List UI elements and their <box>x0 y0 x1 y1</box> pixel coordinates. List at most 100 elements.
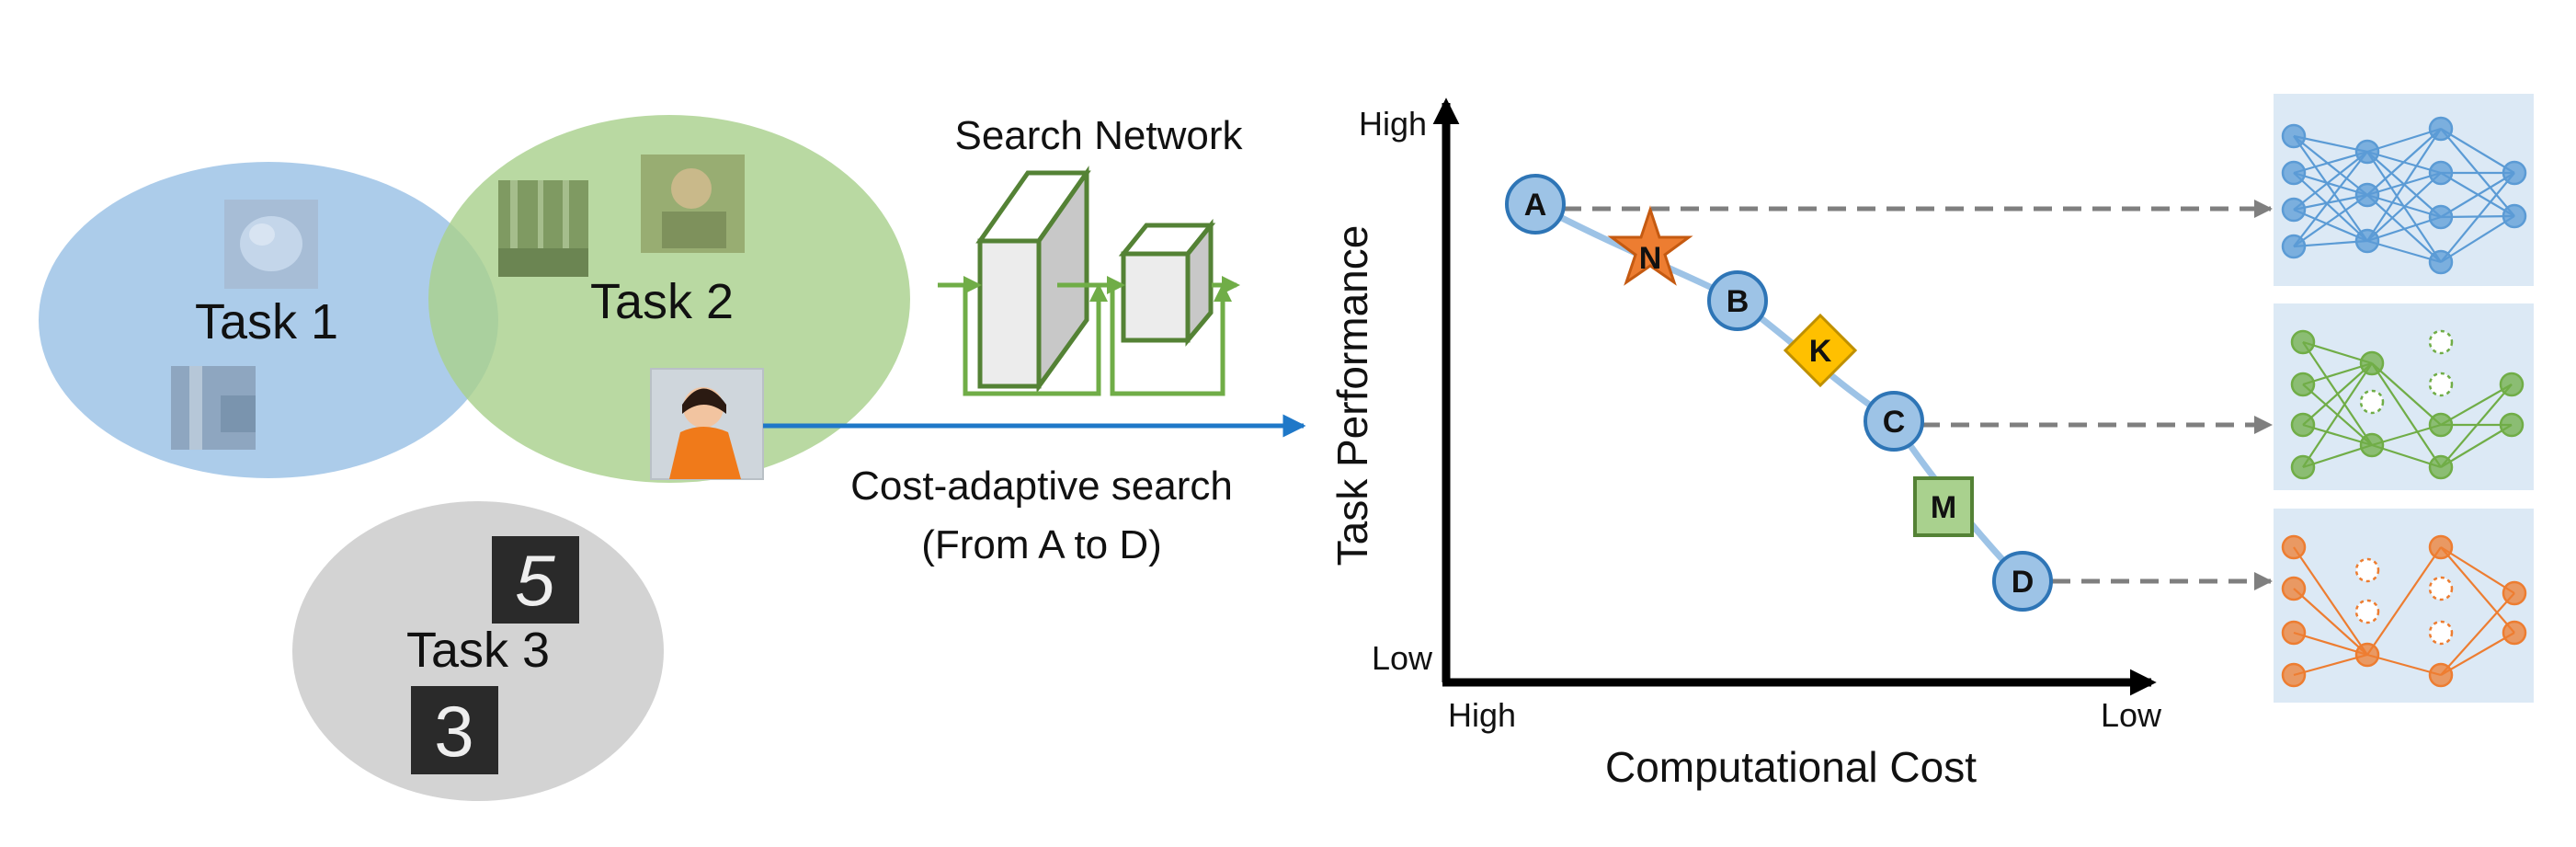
network-node <box>2359 432 2385 458</box>
network-edge <box>2302 362 2373 426</box>
point-a: A <box>1505 174 1566 235</box>
x-tick-high: High <box>1448 696 1516 734</box>
network-node <box>2428 249 2454 275</box>
network-node <box>2428 454 2454 480</box>
task1-ellipse <box>39 162 498 478</box>
network-node <box>2281 620 2307 646</box>
network-node <box>2428 534 2454 560</box>
network-node <box>2290 329 2316 355</box>
network-edge <box>2366 127 2442 154</box>
task3-label: Task 3 <box>406 623 550 678</box>
task3-digit-3: 3 <box>411 686 498 774</box>
network-node <box>2428 116 2454 142</box>
network-edge <box>2293 171 2368 197</box>
mnist-digit-5: 5 <box>515 540 555 621</box>
network-edge <box>2293 172 2368 242</box>
network-node <box>2281 662 2307 688</box>
network-edge <box>2302 362 2373 468</box>
network-edge <box>2440 215 2515 263</box>
point-b: B <box>1707 270 1768 331</box>
network-edge <box>2293 208 2368 243</box>
network-edge <box>2293 151 2368 211</box>
network-node <box>2428 160 2454 186</box>
network-node <box>2354 642 2380 668</box>
network-node <box>2359 350 2385 376</box>
task2-label: Task 2 <box>590 274 734 329</box>
search-arrow-label-line2: (From A to D) <box>921 522 1162 567</box>
tradeoff-plot: Task Performance Computational Cost High… <box>1328 97 2273 791</box>
network-edge <box>2293 653 2368 677</box>
network-edge <box>2440 383 2513 426</box>
network-edge <box>2440 172 2515 218</box>
y-tick-high: High <box>1359 105 1427 143</box>
x-tick-low: Low <box>2101 696 2162 734</box>
y-tick-low: Low <box>1372 639 1433 677</box>
network-c <box>2290 329 2525 480</box>
point-k: K <box>1783 313 1858 388</box>
network-edge <box>2440 546 2515 594</box>
network-edge <box>2366 653 2442 677</box>
task2-thumbnail-child <box>650 368 764 480</box>
network-d <box>2281 534 2527 688</box>
network-node <box>2499 412 2525 438</box>
network-edge <box>2293 150 2368 175</box>
network-node <box>2281 234 2307 259</box>
task2-thumbnail-rider <box>641 155 745 253</box>
network-node <box>2281 197 2307 223</box>
network-node <box>2428 412 2454 438</box>
task1-thumbnail-blurry <box>224 200 318 289</box>
y-axis-title: Task Performance <box>1328 225 1376 567</box>
network-edge <box>2293 239 2368 248</box>
point-n-label: N <box>1639 241 1662 276</box>
x-axis-title: Computational Cost <box>1605 743 1977 791</box>
network-node-pruned <box>2359 389 2385 415</box>
task1-thumbnail-outdoor <box>171 366 256 450</box>
search-network-label: Search Network <box>954 113 1243 158</box>
network-edge <box>2293 151 2368 247</box>
network-edge <box>2440 424 2513 468</box>
network-edge <box>2440 383 2513 468</box>
network-edge <box>2293 135 2368 196</box>
task2-thumbnail-forest <box>498 180 588 277</box>
network-edge <box>2293 588 2368 656</box>
network-edge <box>2293 546 2368 656</box>
network-node <box>2354 139 2380 165</box>
network-edge <box>2293 193 2368 212</box>
skip-connections <box>938 276 1240 396</box>
point-a-label: A <box>1524 188 1547 223</box>
task1-label: Task 1 <box>195 294 338 349</box>
point-m-label: M <box>1931 490 1956 525</box>
search-arrow-label-line1: Cost-adaptive search <box>850 464 1233 509</box>
network-node <box>2281 123 2307 149</box>
mnist-digit-3: 3 <box>434 691 473 772</box>
network-block-large <box>975 166 1091 394</box>
network-edge <box>2440 592 2515 676</box>
network-node <box>2502 620 2527 646</box>
network-node-pruned <box>2354 557 2380 583</box>
network-node <box>2281 160 2307 186</box>
network-node <box>2281 576 2307 601</box>
network-edge <box>2371 362 2442 426</box>
point-d-label: D <box>2012 565 2035 600</box>
network-edge <box>2366 128 2442 242</box>
network-panels <box>2274 94 2534 703</box>
network-node-pruned <box>2428 620 2454 646</box>
network-node <box>2502 580 2527 606</box>
network-node <box>2502 160 2527 186</box>
point-m: M <box>1913 476 1974 537</box>
task-groups: 5 3 Task 1 Task 2 Task 3 <box>39 115 910 801</box>
network-edge <box>2293 134 2368 154</box>
point-d: D <box>1992 551 2053 612</box>
network-node <box>2281 534 2307 560</box>
network-node-pruned <box>2428 576 2454 601</box>
network-a <box>2281 116 2527 275</box>
point-c-label: C <box>1883 405 1906 440</box>
network-block-small <box>1118 218 1216 347</box>
network-node-pruned <box>2428 372 2454 397</box>
network-node <box>2428 662 2454 688</box>
network-edge <box>2293 631 2368 657</box>
network-node <box>2290 412 2316 438</box>
network-edge <box>2366 128 2442 196</box>
network-edge <box>2293 194 2368 247</box>
